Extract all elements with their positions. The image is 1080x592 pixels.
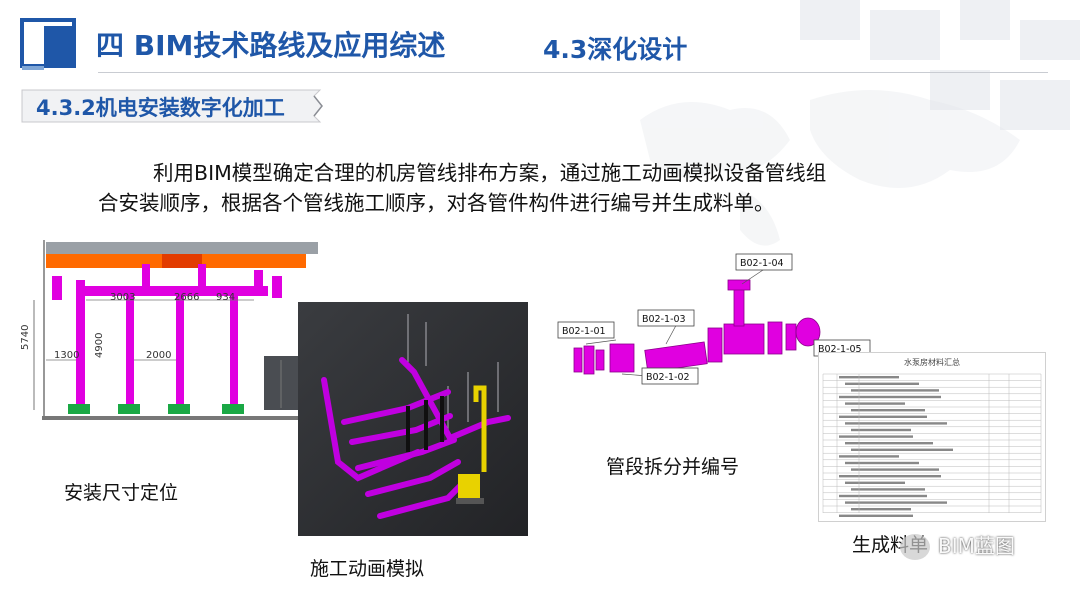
animation-render — [298, 302, 528, 536]
sheet-row-text — [839, 514, 913, 517]
sheet-row-text — [851, 389, 939, 392]
page-subtitle: 4.3深化设计 — [543, 35, 688, 64]
dim-3003: 3003 — [110, 292, 135, 303]
dim-1300: 1300 — [54, 350, 79, 361]
sheet-row-text — [851, 428, 911, 432]
dim-2666: 2666 — [174, 292, 199, 303]
sheet-row-text — [845, 501, 947, 504]
logo-block — [44, 26, 74, 66]
caption-animation: 施工动画模拟 — [310, 558, 425, 580]
install-drawing: 5740 4900 1300 2000 3003 2666 934 — [20, 240, 318, 420]
dim-4900: 4900 — [94, 333, 105, 358]
materials-sheet: 水泵房材料汇总 — [818, 352, 1046, 522]
sheet-row-text — [839, 455, 899, 458]
sheet-row-text — [851, 468, 939, 471]
sheet-row-text — [851, 488, 925, 491]
wechat-icon — [900, 534, 930, 560]
sheet-row-text — [851, 409, 925, 412]
body-paragraph: 利用BIM模型确定合理的机房管线排布方案，通过施工动画模拟设备管线组 合安装顺序… — [98, 158, 998, 218]
body-line-1: 利用BIM模型确定合理的机房管线排布方案，通过施工动画模拟设备管线组 — [153, 161, 827, 185]
watermark-text: BIM蓝图 — [938, 534, 1015, 558]
sheet-row-text — [839, 415, 927, 418]
dim-5740: 5740 — [20, 325, 31, 350]
sheet-row-text — [839, 395, 941, 399]
segment-drawing: B02-1-01 B02-1-02 B02-1-03 B02-1-04 B02-… — [556, 248, 871, 392]
page-title: 四 BIM技术路线及应用综述 — [96, 29, 446, 62]
sheet-row-text — [839, 475, 941, 478]
caption-segment: 管段拆分并编号 — [606, 456, 740, 478]
section-banner — [21, 89, 323, 123]
label-b02-1-05: B02-1-05 — [818, 344, 862, 355]
bg-square — [1020, 20, 1080, 60]
label-b02-1-03: B02-1-03 — [642, 314, 686, 325]
segment-figure: B02-1-01 B02-1-02 B02-1-03 B02-1-04 B02-… — [556, 248, 871, 392]
sheet-row-text — [851, 508, 911, 511]
bg-square — [1000, 80, 1070, 130]
sheet-row-text — [839, 376, 899, 379]
sheet-row-text — [851, 448, 953, 451]
bg-square — [960, 0, 1010, 40]
section-title: 4.3.2机电安装数字化加工 — [36, 96, 285, 120]
body-line-2: 合安装顺序，根据各个管线施工顺序，对各管件构件进行编号并生成料单。 — [98, 191, 775, 215]
dim-2000: 2000 — [146, 350, 171, 361]
logo-accent — [22, 66, 44, 70]
bg-square — [800, 0, 860, 40]
bg-square — [930, 70, 990, 110]
animation-figure — [298, 302, 528, 536]
caption-install: 安装尺寸定位 — [64, 482, 179, 504]
header-divider — [98, 72, 1048, 73]
sheet-row-text — [845, 481, 905, 484]
install-figure: 5740 4900 1300 2000 3003 2666 934 — [20, 240, 318, 420]
sheet-row-text — [845, 402, 905, 405]
world-map-decoration — [640, 90, 1020, 246]
sheet-row-text — [845, 422, 947, 425]
sheet-title: 水泵房材料汇总 — [904, 358, 960, 367]
label-b02-1-04: B02-1-04 — [740, 258, 784, 269]
dim-934: 934 — [216, 292, 235, 303]
sheet-table — [822, 373, 1042, 517]
sheet-row-text — [845, 382, 919, 385]
bg-square — [870, 10, 940, 60]
label-b02-1-02: B02-1-02 — [646, 372, 690, 383]
label-b02-1-01: B02-1-01 — [562, 326, 606, 337]
sheet-row-text — [839, 494, 927, 498]
sheet-row-text — [845, 461, 919, 465]
sheet-row-text — [839, 435, 913, 438]
sheet-row-text — [845, 442, 933, 445]
